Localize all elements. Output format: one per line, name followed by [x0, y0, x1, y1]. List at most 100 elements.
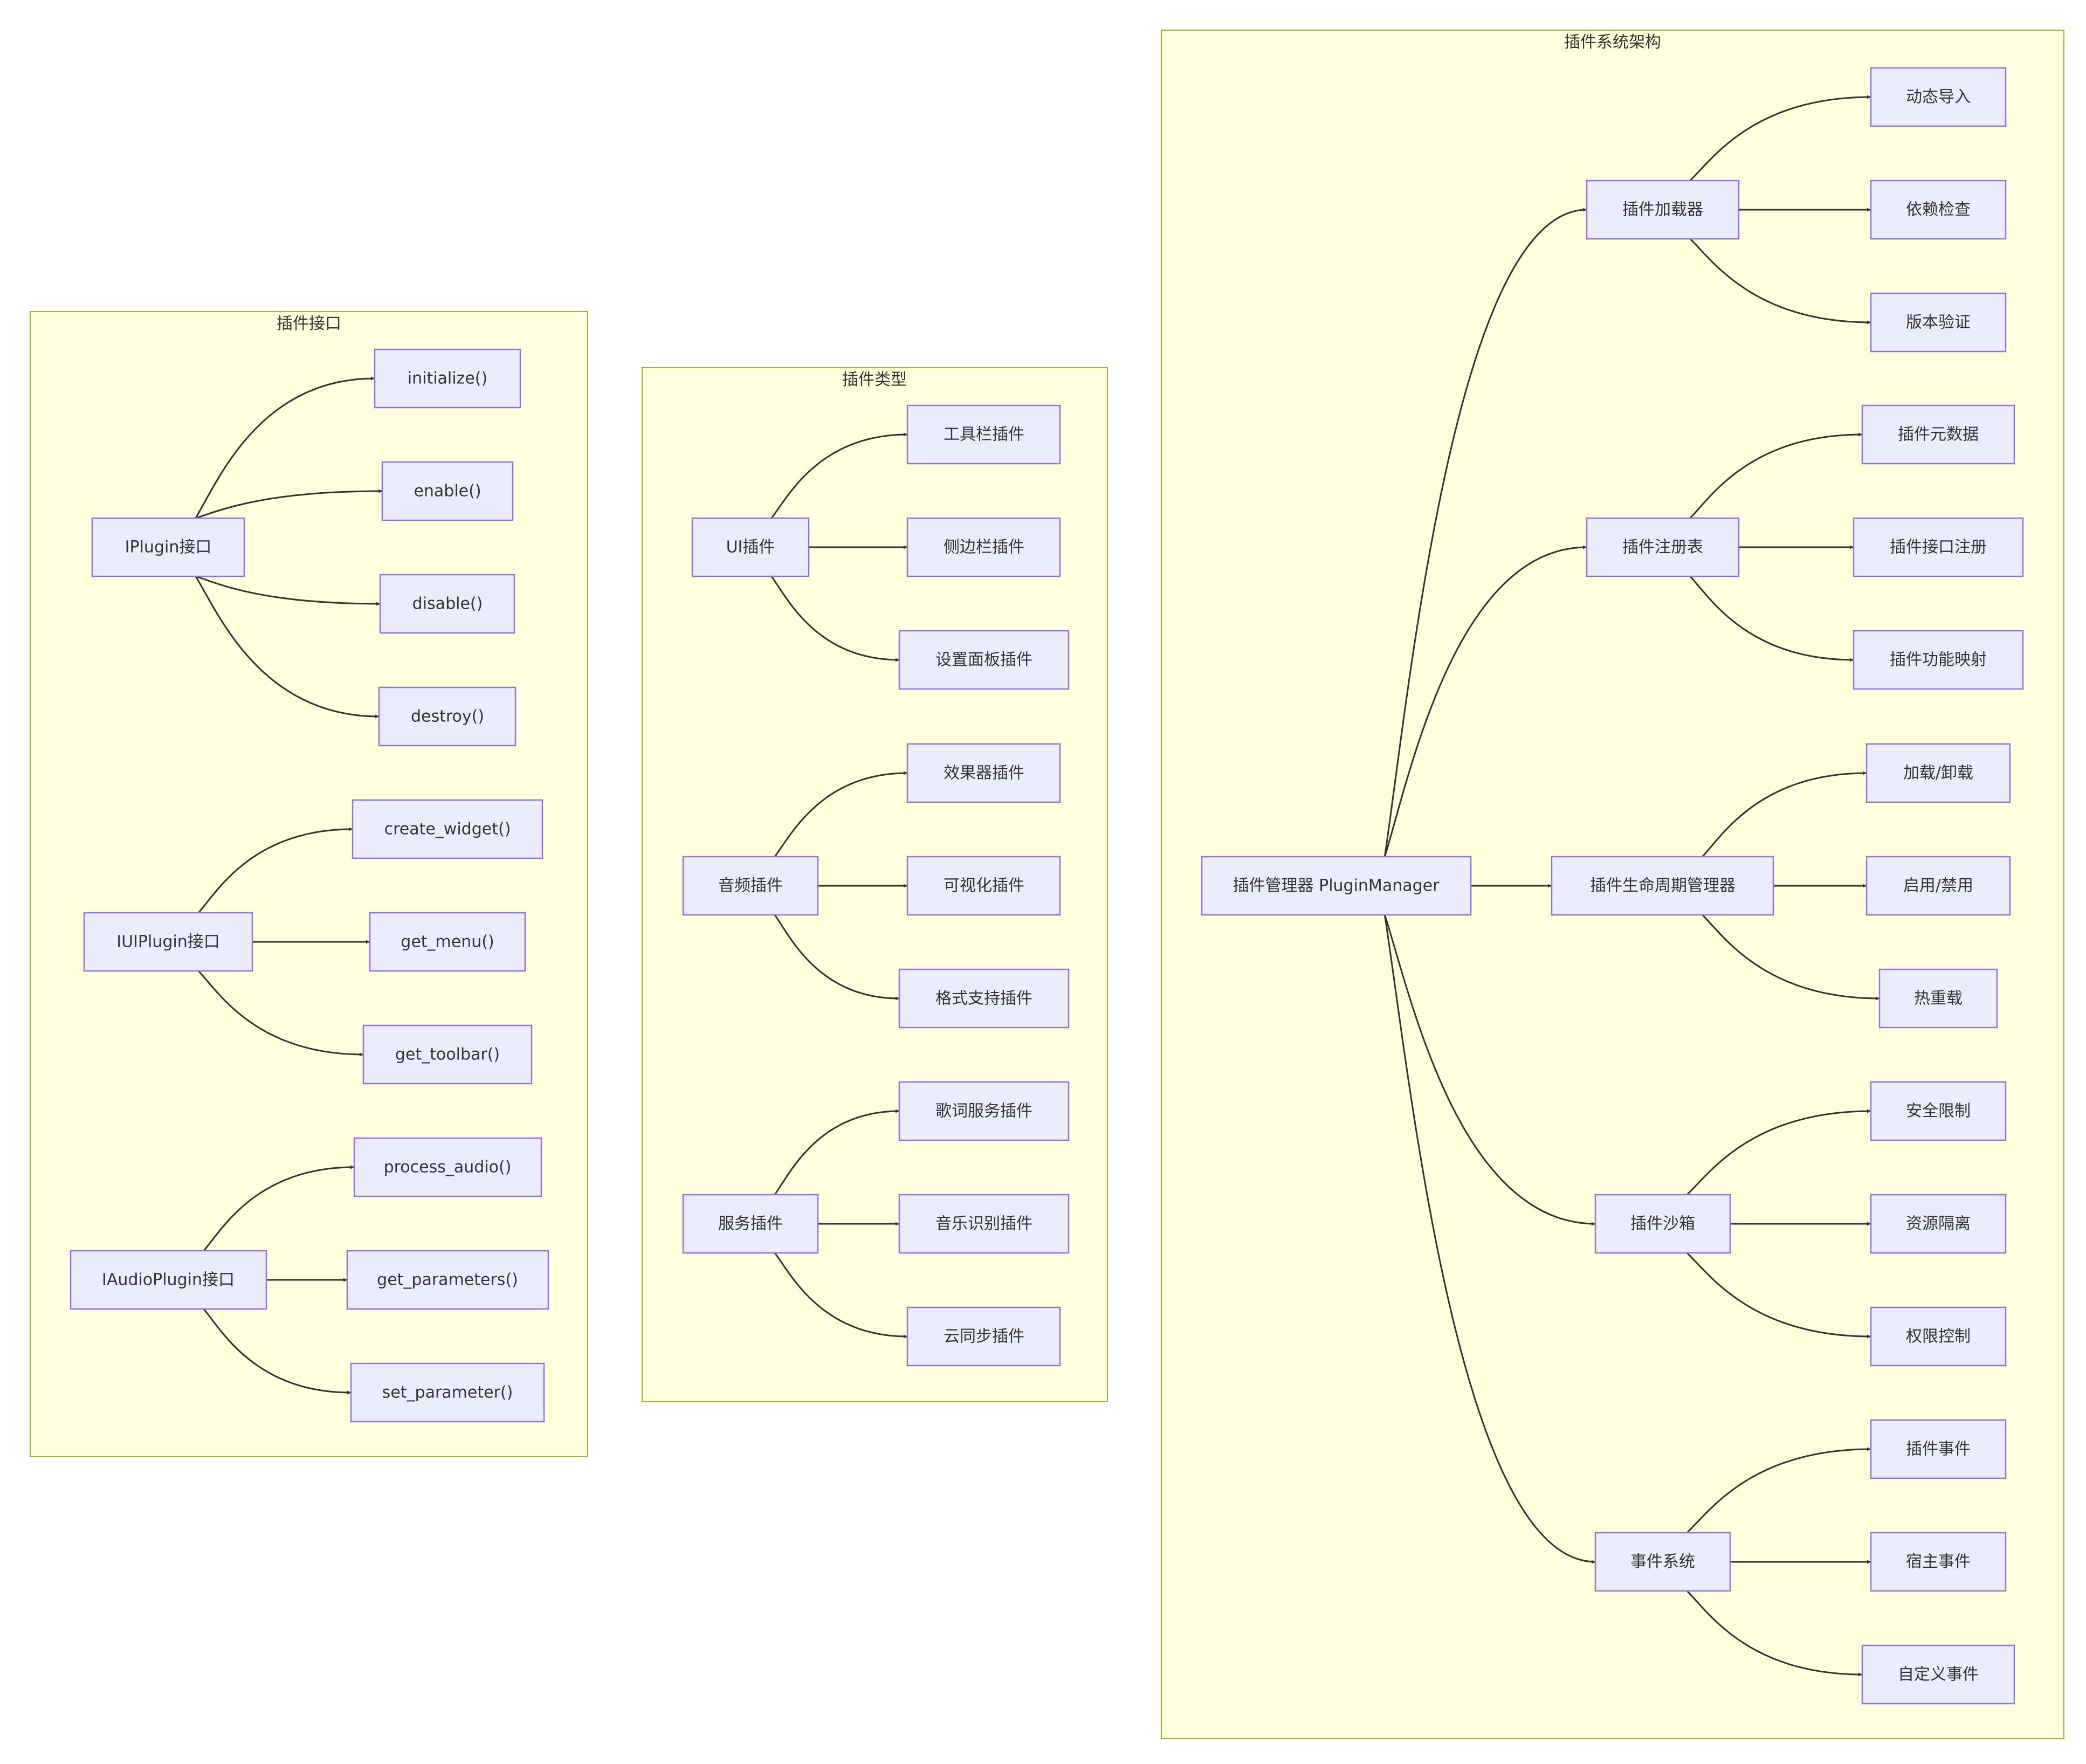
- cluster-title-plugin-interface: 插件接口: [277, 314, 341, 333]
- node-label: 安全限制: [1906, 1102, 1971, 1121]
- edge-iplugin-to-destroy: [195, 576, 380, 719]
- node-label: disable(): [412, 595, 483, 614]
- node-label: 设置面板插件: [935, 651, 1032, 670]
- node-label: 插件功能映射: [1890, 651, 1987, 670]
- node-iplugin: IPlugin接口: [91, 517, 245, 577]
- node-label: 热重载: [1914, 989, 1963, 1008]
- node-label: initialize(): [408, 369, 487, 388]
- node-label: 版本验证: [1906, 313, 1971, 332]
- node-initialize: initialize(): [374, 348, 521, 409]
- edge-ui_plugin-to-toolbar_plugin: [770, 432, 908, 519]
- node-interface-registry: 插件接口注册: [1853, 517, 2024, 577]
- node-get-menu: get_menu(): [369, 912, 526, 972]
- node-audio-plugin: 音频插件: [682, 856, 819, 916]
- node-label: 格式支持插件: [935, 989, 1032, 1008]
- node-label: 插件注册表: [1622, 538, 1703, 557]
- node-function-map: 插件功能映射: [1853, 630, 2024, 690]
- node-label: IPlugin接口: [125, 538, 212, 557]
- edge-manager-to-sandbox: [1383, 914, 1596, 1226]
- node-label: 动态导入: [1906, 88, 1971, 107]
- node-label: set_parameter(): [382, 1383, 513, 1402]
- edge-loader-to-dyn_import: [1689, 95, 1871, 182]
- node-create-widget: create_widget(): [352, 799, 543, 859]
- node-resource-isolation: 资源隔离: [1870, 1194, 2007, 1254]
- node-label: 插件事件: [1906, 1440, 1971, 1459]
- node-label: enable(): [414, 482, 481, 501]
- node-label: process_audio(): [384, 1158, 512, 1177]
- cluster-title-plugin-architecture: 插件系统架构: [1564, 33, 1661, 52]
- node-label: IAudioPlugin接口: [102, 1271, 235, 1290]
- node-label: 可视化插件: [944, 877, 1024, 895]
- node-label: 服务插件: [718, 1215, 783, 1234]
- node-label: 加载/卸载: [1903, 764, 1973, 783]
- edge-registry-to-func_map: [1689, 575, 1854, 662]
- node-sandbox: 插件沙箱: [1594, 1194, 1731, 1254]
- node-load-unload: 加载/卸载: [1865, 743, 2011, 803]
- node-custom-events: 自定义事件: [1861, 1644, 2015, 1705]
- node-metadata: 插件元数据: [1861, 404, 2015, 465]
- node-process-audio: process_audio(): [353, 1137, 542, 1197]
- node-label: 插件沙箱: [1630, 1215, 1695, 1234]
- node-label: 资源隔离: [1906, 1215, 1971, 1234]
- edge-sandbox-to-permission: [1686, 1252, 1871, 1339]
- node-recog-plugin: 音乐识别插件: [898, 1194, 1070, 1254]
- edge-registry-to-meta: [1689, 432, 1863, 519]
- node-label: 权限控制: [1906, 1327, 1971, 1346]
- node-label: 侧边栏插件: [944, 538, 1024, 557]
- edge-sandbox-to-security: [1686, 1109, 1871, 1196]
- node-label: 自定义事件: [1898, 1665, 1979, 1684]
- node-toolbar-plugin: 工具栏插件: [906, 404, 1061, 465]
- edge-events-to-plugin_events: [1686, 1447, 1871, 1534]
- node-enable-disable: 启用/禁用: [1865, 856, 2011, 916]
- edge-iplugin-to-initialize: [195, 376, 375, 519]
- node-label: 插件管理器 PluginManager: [1233, 877, 1440, 895]
- node-label: destroy(): [411, 707, 484, 726]
- node-event-system: 事件系统: [1594, 1532, 1731, 1592]
- node-registry: 插件注册表: [1586, 517, 1740, 577]
- cluster-title-plugin-types: 插件类型: [842, 370, 907, 389]
- node-label: 宿主事件: [1906, 1553, 1971, 1572]
- node-label: UI插件: [726, 538, 775, 557]
- node-iuiplugin: IUIPlugin接口: [83, 912, 253, 972]
- node-host-events: 宿主事件: [1870, 1532, 2007, 1592]
- edge-audio_plugin-to-effect_plugin: [774, 771, 908, 857]
- edge-events-to-custom_events: [1686, 1590, 1863, 1677]
- node-label: get_toolbar(): [395, 1045, 500, 1064]
- node-label: create_widget(): [384, 820, 511, 839]
- node-label: get_menu(): [401, 933, 494, 952]
- node-plugin-events: 插件事件: [1870, 1419, 2007, 1479]
- edge-service_plugin-to-cloud_plugin: [774, 1252, 908, 1339]
- node-loader: 插件加载器: [1586, 180, 1740, 240]
- node-version-check: 版本验证: [1870, 292, 2007, 353]
- edge-lifecycle-to-load_unload: [1702, 771, 1867, 858]
- node-label: 歌词服务插件: [935, 1102, 1032, 1121]
- edge-service_plugin-to-lyrics_plugin: [774, 1109, 900, 1195]
- node-label: 效果器插件: [944, 764, 1024, 783]
- node-permission-control: 权限控制: [1870, 1306, 2007, 1367]
- node-dynamic-import: 动态导入: [1870, 67, 2007, 127]
- edge-iplugin-to-enable: [195, 489, 383, 519]
- node-label: 插件生命周期管理器: [1590, 877, 1736, 895]
- node-iaudioplugin: IAudioPlugin接口: [70, 1250, 267, 1310]
- node-lyrics-plugin: 歌词服务插件: [898, 1081, 1070, 1141]
- edge-manager-to-events: [1383, 914, 1596, 1564]
- node-label: 音频插件: [718, 877, 783, 895]
- edge-iuiplugin-to-get_toolbar: [198, 970, 364, 1057]
- node-disable: disable(): [379, 574, 515, 634]
- node-destroy: destroy(): [378, 686, 517, 747]
- node-get-parameters: get_parameters(): [346, 1250, 549, 1310]
- node-security-limit: 安全限制: [1870, 1081, 2007, 1141]
- node-enable: enable(): [381, 461, 514, 521]
- node-label: 启用/禁用: [1903, 877, 1973, 895]
- node-service-plugin: 服务插件: [682, 1194, 819, 1254]
- node-cloud-plugin: 云同步插件: [906, 1306, 1061, 1367]
- node-ui-plugin: UI插件: [691, 517, 810, 577]
- node-visual-plugin: 可视化插件: [906, 856, 1061, 916]
- node-set-parameter: set_parameter(): [350, 1362, 545, 1423]
- edge-audio_plugin-to-format_plugin: [774, 914, 900, 1001]
- node-label: 云同步插件: [944, 1327, 1024, 1346]
- node-label: get_parameters(): [377, 1271, 518, 1290]
- node-get-toolbar: get_toolbar(): [362, 1024, 533, 1085]
- node-plugin-manager: 插件管理器 PluginManager: [1201, 856, 1472, 916]
